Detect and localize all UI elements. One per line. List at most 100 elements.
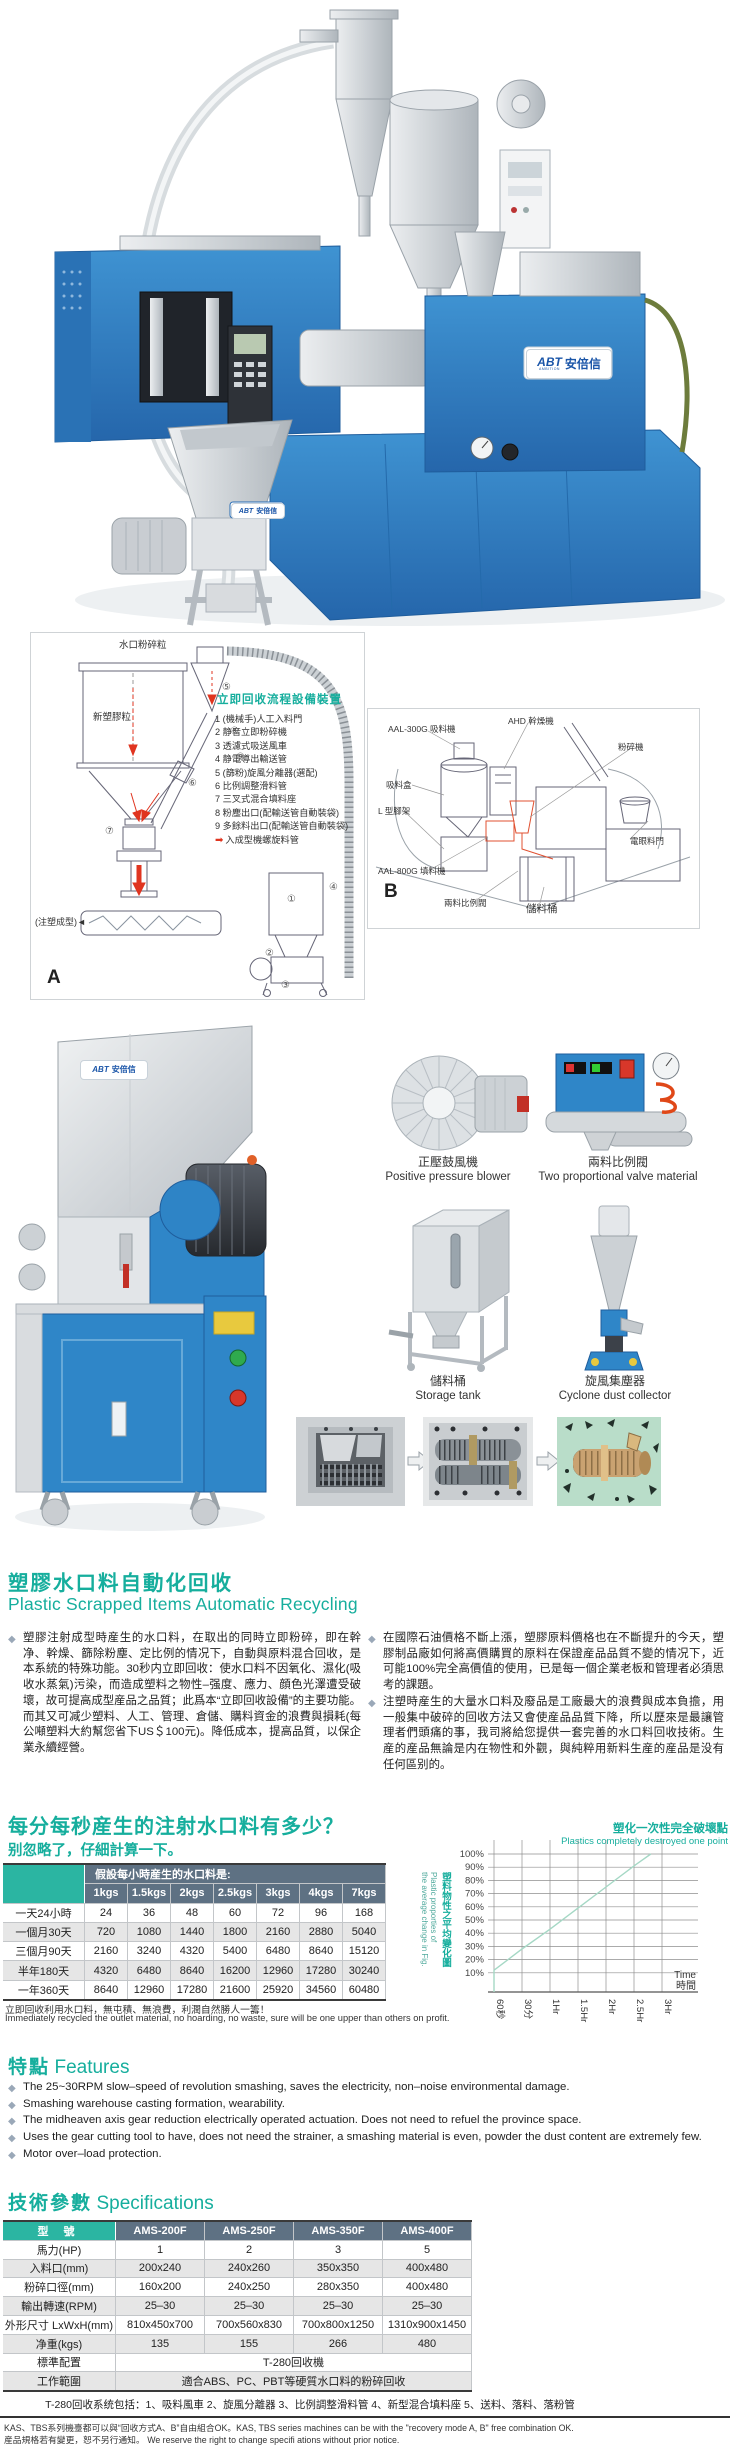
svg-text:50%: 50% — [465, 1915, 485, 1926]
table-cell: 25920 — [256, 1980, 300, 2001]
blower-caption: 正壓鼓風機 Positive pressure blower — [372, 1155, 524, 1185]
cyclone-illustration — [584, 1205, 644, 1371]
features-list: ◆The 25~30RPM slow–speed of revolution s… — [8, 2080, 728, 2164]
crusher-unit — [111, 419, 293, 626]
table-span-header: 假設每小時産生的水口料是: — [84, 1864, 386, 1885]
divider — [0, 2416, 730, 2418]
table-note-cn: 立即回收利用水口料，無屯積、無浪費，利潤自然勝人一籌！ — [5, 2005, 270, 2016]
svg-text:30%: 30% — [465, 1941, 485, 1952]
chart-side-label-en1: Plastic proporties of — [429, 1872, 438, 1943]
row-label: 一個月30天 — [3, 1922, 85, 1943]
features-heading: 特點 Features — [8, 2052, 129, 2079]
table-cell: 96 — [299, 1903, 343, 1923]
table-cell: 350x350 — [293, 2259, 383, 2279]
blade-photo-3 — [557, 1417, 661, 1506]
blade-illustration-2 — [423, 1417, 533, 1506]
table-cell: 480 — [382, 2334, 472, 2354]
caption-en: Two proportional valve material — [538, 1171, 698, 1183]
table-cell: 8640 — [299, 1941, 343, 1962]
red-arrow-icon: ➡ — [215, 834, 224, 846]
intro-paragraph: ◆注塑時産生的大量水口料及廢品是工廠最大的浪費與成本負擔，用一般集中破碎的回收方… — [368, 1695, 724, 1774]
footer-line-2: 産品規格若有變更，恕不另行通知。 We reserve the right to… — [4, 2435, 400, 2445]
table-cell: 2 — [204, 2240, 294, 2260]
svg-text:100%: 100% — [460, 1849, 485, 1860]
table-cell: 3 — [293, 2240, 383, 2260]
circled-number: ③ — [281, 980, 290, 991]
features-heading-en: Features — [54, 2057, 130, 2078]
diamond-bullet-icon: ◆ — [8, 2099, 16, 2111]
row-label: 净重(kgs) — [3, 2334, 116, 2354]
caption-cn: 儲料桶 — [429, 1374, 466, 1388]
table-cell: 200x240 — [115, 2259, 205, 2279]
table-cell: 3240 — [127, 1941, 171, 1962]
diagram-label: 兩料比例閥 — [444, 898, 487, 908]
table-cell: 60480 — [342, 1980, 386, 2001]
table-cell: 25–30 — [115, 2296, 205, 2316]
chart-side-label-cn: 塑料物性之平均變化圖 — [440, 1872, 451, 1967]
table-cell: 17280 — [299, 1960, 343, 1981]
table-cell: 1310x900x1450 — [382, 2315, 472, 2335]
diamond-bullet-icon: ◆ — [8, 2149, 16, 2161]
diagram-label: 吸料盒 — [386, 780, 412, 790]
diagram-label: AHD 幹燥機 — [508, 716, 554, 726]
diagram-a-molding-label: (注塑成型)◄ — [35, 917, 86, 927]
diagram-legend-item: 4 静電導出輸送管 — [215, 754, 287, 765]
circled-number: ⑦ — [105, 826, 114, 837]
caption-cn: 旋風集塵器 — [584, 1374, 645, 1388]
table-row: 工作範圍適合ABS、PC、PBT等硬質水口料的粉碎回收 — [3, 2371, 472, 2392]
valve-caption: 兩料比例閥 Two proportional valve material — [523, 1155, 713, 1185]
table-cell: 60 — [213, 1903, 257, 1923]
table-cell: 5400 — [213, 1941, 257, 1962]
blower-photo — [383, 1048, 535, 1154]
specs-heading-cn: 技術參數 — [8, 2193, 93, 2214]
diamond-bullet-icon: ◆ — [368, 1634, 376, 1645]
svg-text:2Hr: 2Hr — [606, 1999, 617, 2014]
valve-photo — [538, 1048, 703, 1152]
diagram-legend-item: 2 静音立即粉碎機 — [215, 727, 287, 738]
table-cell: 720 — [84, 1922, 128, 1943]
table-cell: 240x250 — [204, 2277, 294, 2298]
row-label: 外形尺寸 LxWxH(mm) — [3, 2315, 116, 2335]
column-header: AMS-250F — [204, 2221, 294, 2241]
table-cell: 25–30 — [293, 2296, 383, 2316]
diagram-legend-text: 入成型機螺旋料管 — [225, 834, 299, 845]
diagram-a-top-label: 水口粉碎粒 — [119, 640, 167, 651]
table-cell: 6480 — [256, 1941, 300, 1962]
diagram-legend-item: 7 三叉式混合填料座 — [215, 794, 297, 805]
table-cell: 160x200 — [115, 2277, 205, 2298]
svg-text:Time: Time — [674, 1970, 696, 1981]
table-cell: 25–30 — [382, 2296, 472, 2316]
page-title-cn: 塑膠水口料自動化回收 — [8, 1572, 233, 1595]
column-header: 2kgs — [170, 1883, 214, 1904]
table-cell: 5040 — [342, 1922, 386, 1943]
column-header: AMS-350F — [293, 2221, 383, 2241]
row-label: 粉碎口徑(mm) — [3, 2277, 116, 2298]
table-cell: 4320 — [84, 1960, 128, 1981]
question-subheading: 别忽略了，仔細計算一下。 — [8, 1843, 182, 1859]
logo-cn-text: 安倍信 — [256, 507, 278, 515]
feature-item: ◆Uses the gear cutting tool to have, doe… — [8, 2130, 728, 2146]
blower-illustration — [391, 1055, 529, 1151]
svg-text:60%: 60% — [465, 1902, 485, 1913]
diagram-label: 粉碎機 — [618, 742, 644, 752]
brand-logo: ABT 安倍信 — [231, 503, 285, 519]
page-title-en: Plastic Scrapped Items Automatic Recycli… — [8, 1594, 358, 1614]
paragraph-text: The midheaven axis gear reduction electr… — [23, 2114, 582, 2127]
storage-tank-illustration — [388, 1209, 510, 1372]
table-cell: 168 — [342, 1903, 386, 1923]
cyclone-caption: 旋風集塵器 Cyclone dust collector — [525, 1374, 705, 1404]
table-cell: 16200 — [213, 1960, 257, 1981]
table-cell: 1440 — [170, 1922, 214, 1943]
feature-item: ◆The 25~30RPM slow–speed of revolution s… — [8, 2080, 728, 2096]
